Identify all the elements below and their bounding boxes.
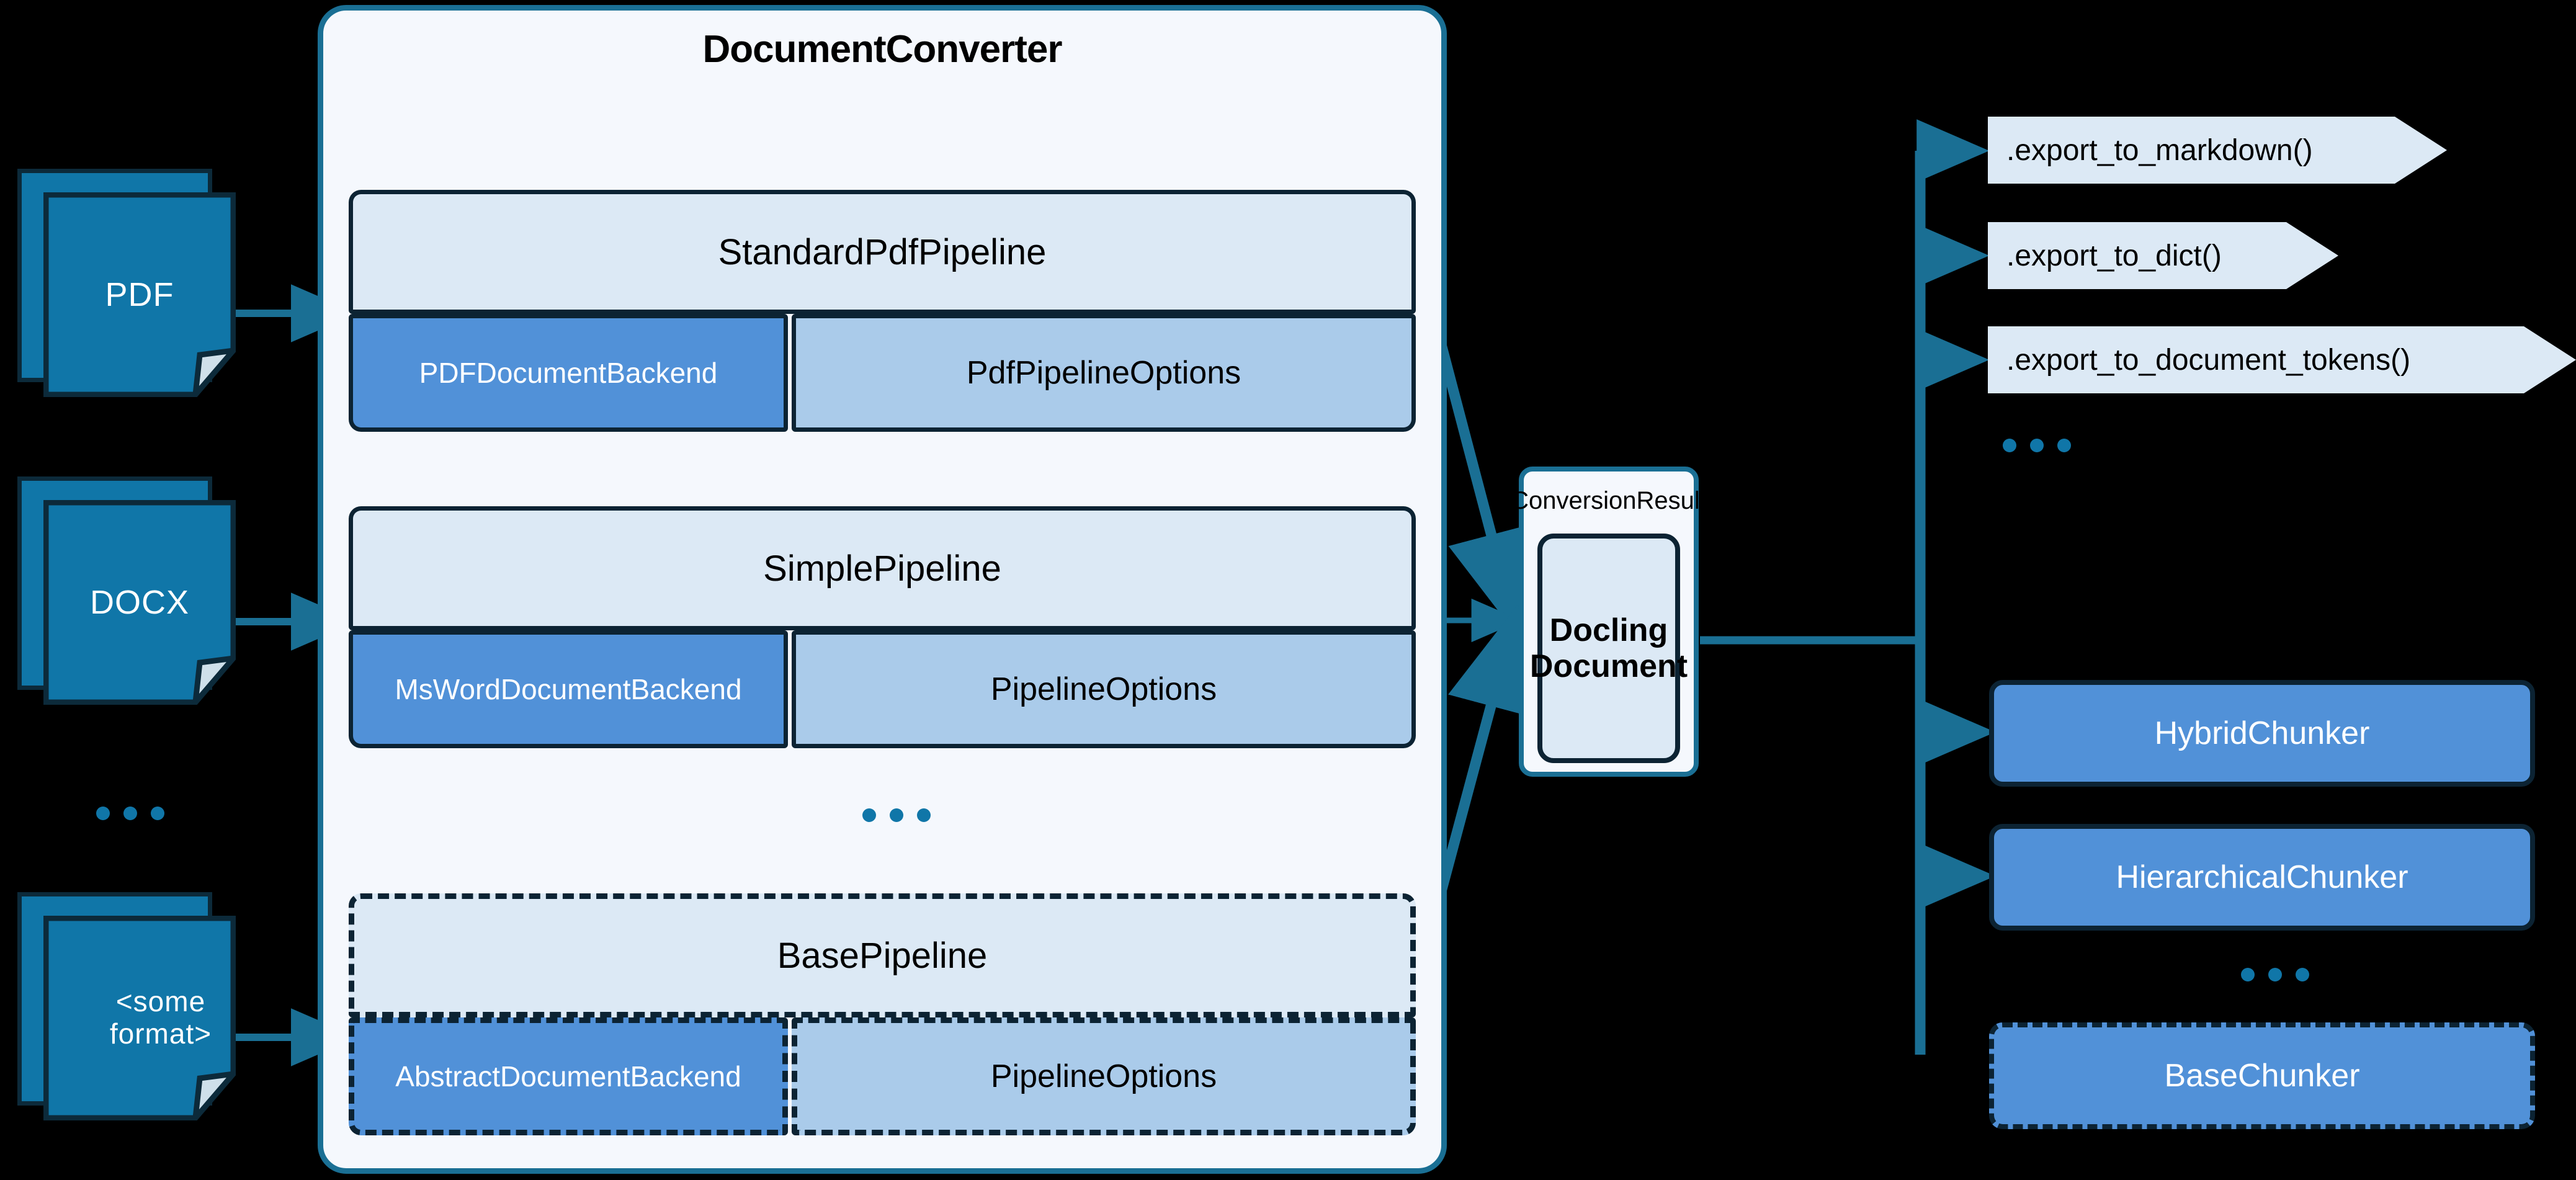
document-stack-icon	[43, 500, 236, 705]
source-label-some-format: <some format>	[109, 985, 212, 1050]
docling-document-line2: Document	[1529, 648, 1688, 684]
export-chevron-dict[interactable]: .export_to_dict()	[1988, 222, 2338, 289]
chunker-hybridchunker[interactable]: HybridChunker	[1989, 680, 2535, 787]
pipeline-backend-mswordbackend[interactable]: MsWordDocumentBackend	[349, 630, 788, 748]
pipeline-options-pipelineoptions-base[interactable]: PipelineOptions	[792, 1017, 1416, 1135]
docling-document-line1: Docling	[1549, 612, 1668, 648]
document-stack-icon	[43, 916, 236, 1120]
chunker-basechunker[interactable]: BaseChunker	[1989, 1022, 2535, 1129]
source-icon-docx[interactable]: DOCX	[6, 476, 242, 712]
document-stack-icon	[43, 192, 236, 397]
pipeline-header-basepipeline[interactable]: BasePipeline	[349, 893, 1416, 1017]
pipeline-backend-abstractdocumentbackend[interactable]: AbstractDocumentBackend	[349, 1017, 788, 1135]
export-label-markdown: .export_to_markdown()	[2006, 133, 2313, 167]
pipeline-options-pipelineoptions-simple[interactable]: PipelineOptions	[792, 630, 1416, 748]
pipeline-backend-pdfdocumentbackend[interactable]: PDFDocumentBackend	[349, 314, 788, 432]
source-icon-some-format[interactable]: <some format>	[6, 892, 242, 1128]
pipeline-header-simplepipeline[interactable]: SimplePipeline	[349, 506, 1416, 630]
chunkers-ellipsis	[2241, 968, 2309, 981]
export-chevron-document-tokens[interactable]: .export_to_document_tokens()	[1988, 326, 2576, 393]
exports-ellipsis	[2003, 439, 2071, 452]
sources-ellipsis	[96, 807, 164, 820]
conversion-result-label: ConversionResult	[1511, 486, 1707, 514]
pipeline-options-pdfpipelineoptions[interactable]: PdfPipelineOptions	[792, 314, 1416, 432]
export-label-document-tokens: .export_to_document_tokens()	[2006, 343, 2411, 377]
pipelines-ellipsis	[862, 808, 931, 822]
export-label-dict: .export_to_dict()	[2006, 239, 2222, 272]
chunker-hierarchicalchunker[interactable]: HierarchicalChunker	[1989, 824, 2535, 931]
export-chevron-markdown[interactable]: .export_to_markdown()	[1988, 117, 2447, 184]
source-icon-pdf[interactable]: PDF	[6, 169, 242, 405]
pipeline-header-standardpdfpipeline[interactable]: StandardPdfPipeline	[349, 190, 1416, 314]
document-converter-title: DocumentConverter	[702, 27, 1063, 71]
source-label-pdf: PDF	[105, 275, 174, 313]
docling-document-node[interactable]: Docling Document	[1530, 534, 1688, 763]
source-label-docx: DOCX	[89, 583, 189, 621]
